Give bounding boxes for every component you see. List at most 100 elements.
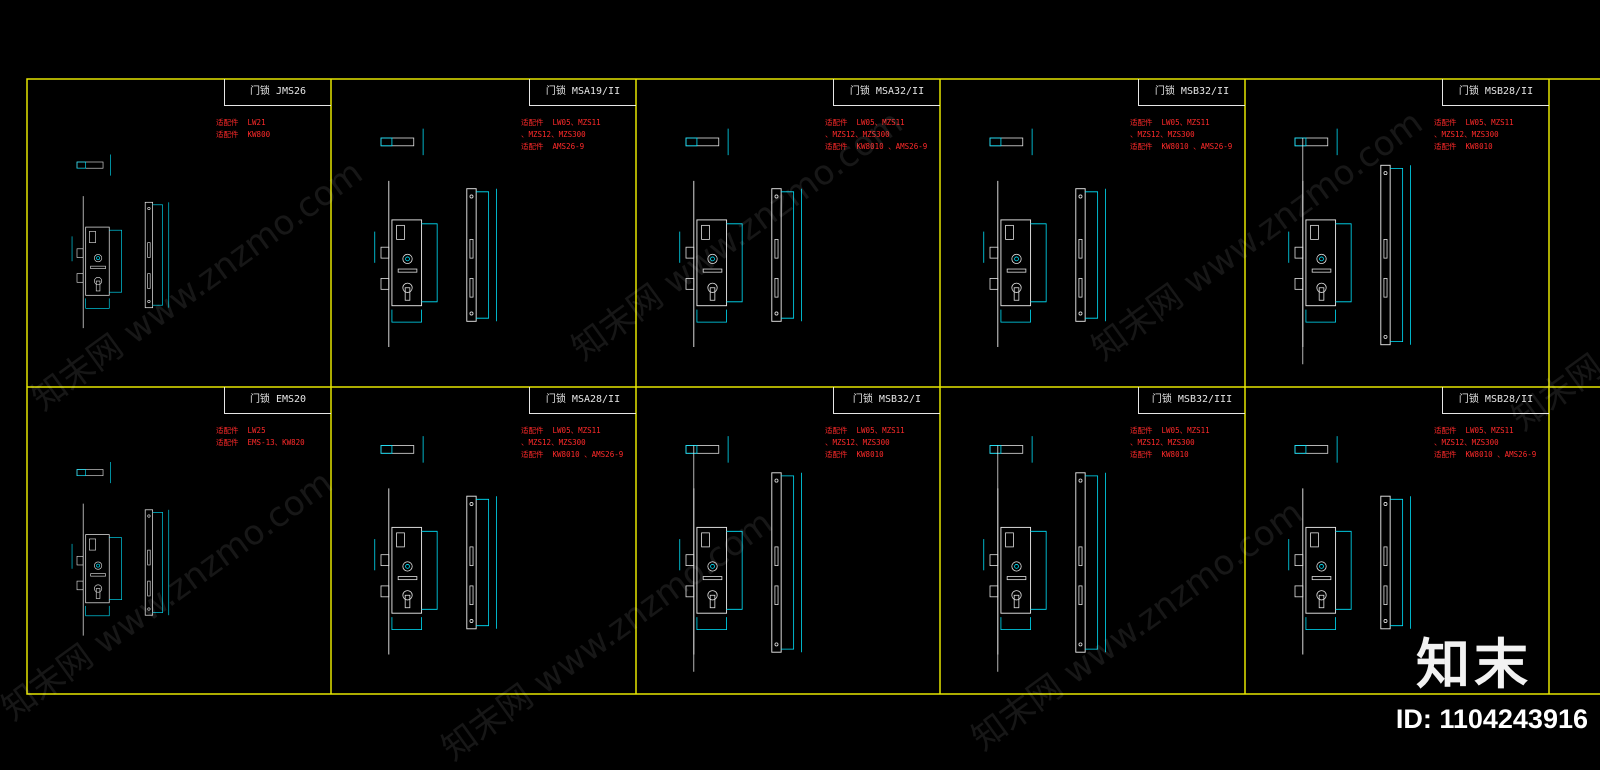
strike-slot — [1078, 546, 1083, 567]
latch-slot — [1005, 224, 1014, 240]
screw-hole — [147, 299, 151, 304]
cam-slot — [1006, 268, 1027, 273]
cylinder-slot — [1318, 594, 1325, 609]
cam-slot — [90, 573, 106, 577]
strike-slot — [1078, 278, 1083, 298]
fitting-note-line: 适配件 LW05、MZS11 — [1130, 426, 1210, 435]
latch-tongue — [76, 248, 84, 258]
deadbolt-tongue — [76, 580, 84, 591]
deadbolt-tongue — [685, 278, 695, 290]
strike-slot — [774, 546, 779, 567]
strike-dimension — [1085, 191, 1099, 319]
fitting-note-line: 适配件 LW25 — [216, 426, 266, 435]
screw-hole — [147, 514, 151, 518]
cylinder-hole — [94, 277, 103, 286]
screw-hole — [1078, 194, 1083, 199]
strike-slot — [469, 585, 474, 606]
cylinder-hole — [707, 590, 718, 601]
latch-slot — [701, 224, 710, 240]
width-dimension — [696, 617, 727, 630]
fitting-note-line: 适配件 AMS26-9 — [521, 142, 585, 151]
strike-dimension — [1085, 475, 1099, 650]
strike-plate — [1075, 472, 1086, 653]
fitting-note-line: 适配件 KW8010 、AMS26-9 — [1130, 142, 1233, 151]
latch-slot — [701, 532, 710, 548]
fitting-notes: 适配件 LW05、MZS11 、MZS12、MZS300 适配件 KW8010 、A… — [1130, 117, 1232, 153]
lock-drawing-9 — [1288, 436, 1411, 655]
bolt-dimension — [380, 445, 393, 454]
fitting-note-line: 、MZS12、MZS300 — [825, 438, 890, 447]
lock-body — [85, 534, 110, 604]
fitting-notes: 适配件 LW05、MZS11 、MZS12、MZS300 适配件 KW8010 — [825, 425, 905, 461]
lock-drawing-0 — [71, 154, 170, 329]
screw-hole — [147, 607, 151, 611]
lock-title: 门锁 MSA19/II — [529, 79, 636, 106]
spindle-center — [405, 564, 410, 569]
cylinder-hole — [402, 590, 413, 601]
lock-drawing-7 — [679, 436, 802, 672]
fitting-note-line: 适配件 LW05、MZS11 — [825, 118, 905, 127]
spindle-hole — [94, 254, 103, 263]
bolt-dimension — [1294, 445, 1307, 454]
strike-slot — [147, 580, 151, 597]
cam-slot — [702, 268, 723, 273]
lock-body — [85, 226, 110, 296]
latch-slot — [396, 532, 405, 548]
body-dimension — [1335, 223, 1352, 303]
spindle-center — [710, 256, 715, 262]
bolt-dimension — [989, 137, 1002, 147]
spindle-hole — [1011, 253, 1022, 264]
latch-tongue — [1294, 554, 1304, 567]
fitting-note-line: 适配件 LW05、MZS11 — [1434, 426, 1514, 435]
cam-slot — [397, 576, 418, 581]
spindle-center — [405, 256, 410, 262]
screw-hole — [1078, 311, 1083, 316]
cylinder-hole — [94, 584, 103, 593]
bolt-dimension — [685, 137, 698, 147]
fitting-note-line: 适配件 LW05、MZS11 — [1130, 118, 1210, 127]
strike-slot — [469, 546, 474, 567]
latch-tongue — [380, 246, 390, 259]
deadbolt-tongue — [380, 585, 390, 598]
fitting-note-line: 适配件 KW8010 — [825, 450, 884, 459]
latch-slot — [89, 231, 96, 243]
fitting-note-line: 适配件 LW21 — [216, 118, 266, 127]
strike-slot — [147, 242, 151, 258]
strike-plate — [771, 188, 782, 322]
fitting-note-line: 、MZS12、MZS300 — [1130, 130, 1195, 139]
cam-slot — [1311, 268, 1332, 273]
width-dimension — [696, 309, 727, 323]
fitting-note-line: 适配件 LW05、MZS11 — [825, 426, 905, 435]
screw-hole — [1078, 642, 1083, 647]
lock-body — [1305, 526, 1337, 614]
strike-dimension — [152, 204, 163, 306]
strike-slot — [1078, 239, 1083, 259]
strike-plate — [1380, 164, 1391, 346]
fitting-note-line: 适配件 LW05、MZS11 — [521, 118, 601, 127]
strike-plate — [771, 472, 782, 653]
drawing-frames — [26, 78, 1600, 695]
bolt-dimension — [76, 161, 86, 169]
lock-title: 门锁 JMS26 — [224, 79, 331, 106]
strike-dimension — [781, 475, 795, 650]
fitting-note-line: 、MZS12、MZS300 — [1130, 438, 1195, 447]
body-dimension — [726, 223, 743, 303]
fitting-note-line: 、MZS12、MZS300 — [1434, 438, 1499, 447]
bolt-dimension — [1294, 137, 1307, 147]
cylinder-slot — [95, 280, 101, 292]
lock-drawing-1 — [374, 128, 497, 348]
id-label: ID: 1104243916 — [1395, 704, 1588, 734]
spindle-center — [710, 564, 715, 569]
width-dimension — [1305, 309, 1336, 323]
fitting-note-line: 适配件 KW8010 — [1434, 142, 1493, 151]
latch-tongue — [380, 554, 390, 567]
cylinder-hole — [707, 282, 718, 293]
strike-dimension — [1390, 168, 1404, 342]
